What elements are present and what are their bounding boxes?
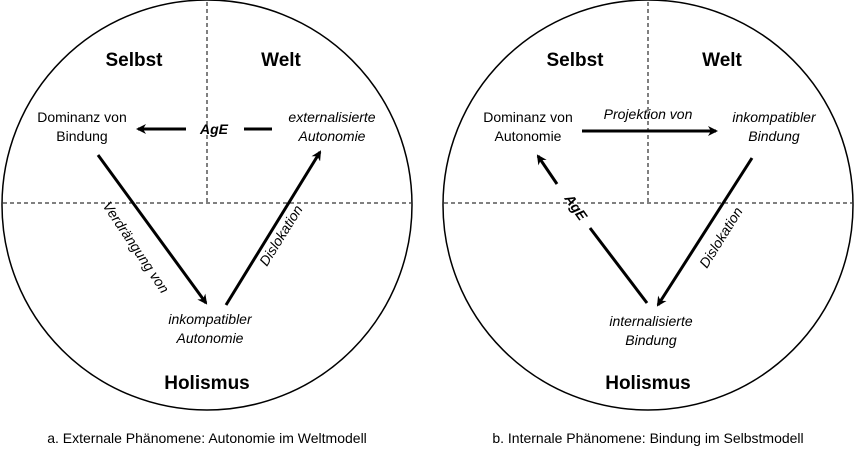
right-diagram: Selbst Welt Holismus Dominanz von Autono… <box>442 0 854 411</box>
left-quadrant-welt: Welt <box>261 50 301 71</box>
right-quadrant-welt: Welt <box>702 50 742 71</box>
left-quadrant-selbst: Selbst <box>105 50 163 71</box>
left-quadrant-holismus: Holismus <box>164 373 250 394</box>
right-quadrant-holismus: Holismus <box>605 373 691 394</box>
right-arrow-right <box>656 157 754 307</box>
left-edge-top-label: AgE <box>199 121 229 137</box>
right-node-top-left-line1: Dominanz von <box>483 109 573 125</box>
left-edge-left-label: Verdrängung von <box>100 198 173 296</box>
right-edge-right-label: Dislokation <box>696 204 746 271</box>
right-node-top-left-line2: Autonomie <box>495 128 562 144</box>
right-arrow-left-tail <box>588 227 649 304</box>
right-node-bottom-line2: Bindung <box>625 332 677 348</box>
left-node-top-left-line2: Bindung <box>56 128 107 144</box>
right-caption: b. Internale Phänomene: Bindung im Selbs… <box>492 430 803 446</box>
right-arrow-left <box>536 154 559 185</box>
left-caption: a. Externale Phänomene: Autonomie im Wel… <box>47 430 367 446</box>
right-edge-left-label: AgE <box>561 190 591 223</box>
left-node-bottom-line2: Autonomie <box>176 330 244 346</box>
right-circle <box>442 0 854 411</box>
right-edge-top-label: Projektion von <box>604 106 693 122</box>
right-node-bottom-line1: internalisierte <box>609 313 692 329</box>
left-arrow-right <box>224 150 322 306</box>
left-node-top-right-line2: Autonomie <box>298 128 366 144</box>
left-node-top-right-line1: externalisierte <box>288 109 375 125</box>
right-node-top-right-line2: Bindung <box>748 128 800 144</box>
left-node-bottom-line1: inkompatibler <box>168 311 253 327</box>
right-quadrant-selbst: Selbst <box>546 50 604 71</box>
left-node-top-left-line1: Dominanz von <box>37 109 127 125</box>
left-edge-right-label: Dislokation <box>256 202 306 269</box>
right-node-top-right-line1: inkompatibler <box>732 109 817 125</box>
left-diagram: Selbst Welt Holismus Dominanz von Bindun… <box>1 0 413 411</box>
left-arrow-left <box>96 154 208 305</box>
left-circle <box>1 0 413 411</box>
